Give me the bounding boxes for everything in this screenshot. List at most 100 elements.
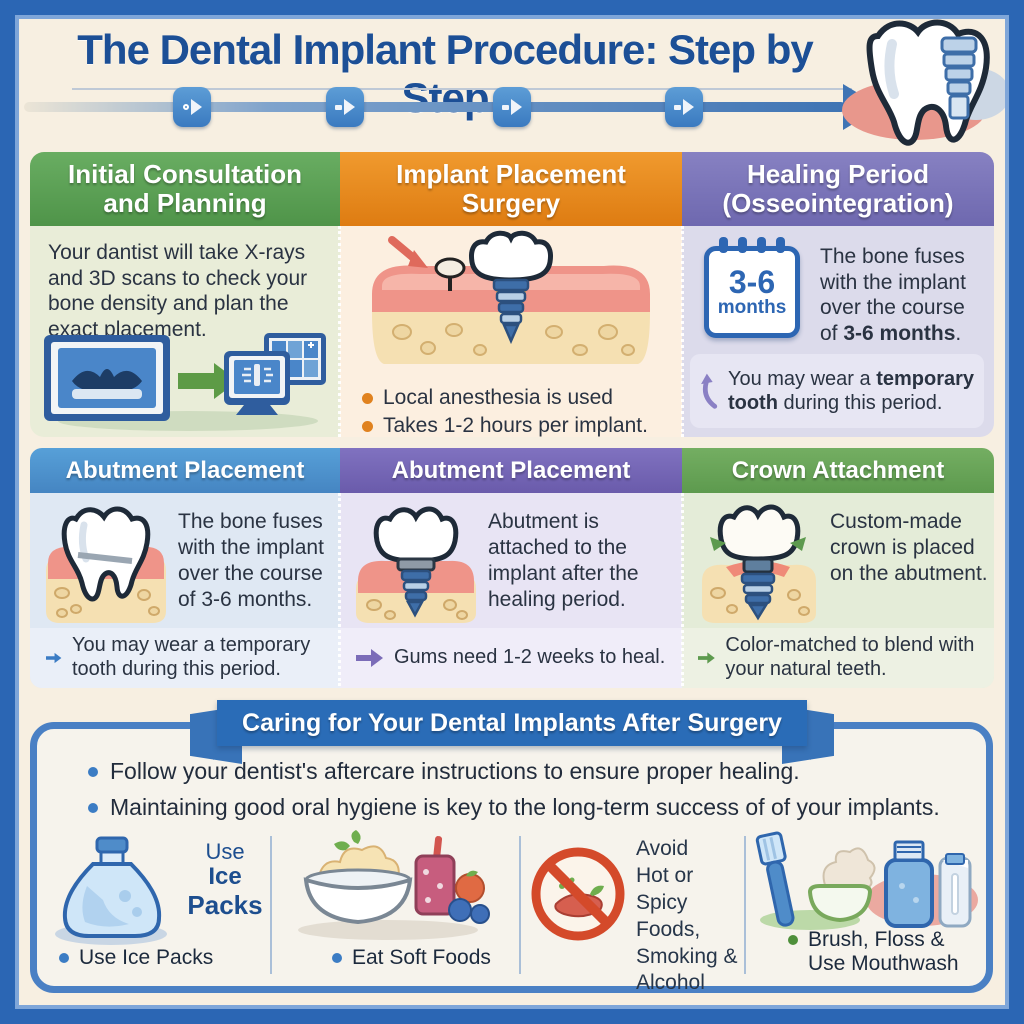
bullet-dot-icon xyxy=(362,392,373,404)
step-header-line2: and Planning xyxy=(103,188,267,218)
step-header: Abutment Placement xyxy=(340,448,706,493)
aftercare-panel xyxy=(30,722,993,993)
calendar-months-value: 3-6 xyxy=(728,263,776,300)
crown-attachment-icon xyxy=(702,504,816,623)
avoid-label: Avoid Hot or Spicy Foods, Smoking & Alco… xyxy=(636,836,740,997)
aftercare-bullet: Maintaining good oral hygiene is key to … xyxy=(88,794,940,821)
ice-packs-label: Use Ice Packs xyxy=(183,839,267,920)
tip-panel-hygiene: Brush, Floss & Use Mouthwash xyxy=(748,830,986,982)
step-card-healing: Healing Period (Osseointegration) 3-6 mo… xyxy=(682,152,994,437)
arrow-icon xyxy=(698,652,715,664)
label-line: Packs xyxy=(187,889,263,920)
column-divider xyxy=(681,226,684,437)
step-header-line1: Implant Placement xyxy=(396,158,626,189)
step-header-text: Abutment Placement xyxy=(391,456,631,484)
timeline-step-icon xyxy=(665,87,703,127)
timeline-step-icon xyxy=(326,87,364,127)
tip-panel-ice-packs: Use Ice Packs Use Ice Packs xyxy=(45,830,267,982)
caption-text: Eat Soft Foods xyxy=(352,946,491,969)
bullet-text: Follow your dentist's aftercare instruct… xyxy=(110,758,800,784)
label-line: Hot or Spicy xyxy=(636,863,694,914)
step-body: Local anesthesia is used Takes 1-2 hours… xyxy=(340,226,682,437)
xray-scan-icon xyxy=(44,333,326,431)
step-header: Initial Consultation and Planning xyxy=(30,152,364,226)
arrow-icon xyxy=(356,649,383,667)
bullet-dot-icon xyxy=(88,802,98,813)
curved-arrow-icon xyxy=(701,373,718,409)
oral-hygiene-icon xyxy=(755,831,978,930)
gum-cross-section-icon xyxy=(372,230,650,364)
bullet-dot-icon xyxy=(788,935,798,945)
label-line: Alcohol xyxy=(636,971,705,995)
soft-foods-icon xyxy=(298,830,490,940)
step-body: Your dantist will take X-rays and 3D sca… xyxy=(30,226,340,437)
step-card-consultation: Initial Consultation and Planning Your d… xyxy=(30,152,364,437)
tooth-in-bone-icon xyxy=(46,506,166,623)
step-card-abutment-2: Abutment Placement Abutme xyxy=(340,448,706,688)
implant-abutment-icon xyxy=(356,506,476,623)
bullet-text: Local anesthesia is used xyxy=(383,386,613,409)
calendar-rings-icon xyxy=(709,237,795,253)
timeline-step-icon xyxy=(493,87,531,127)
aftercare-bullet: Follow your dentist's aftercare instruct… xyxy=(88,758,800,785)
column-divider xyxy=(338,493,341,686)
step-body: Abutment is attached to the implant afte… xyxy=(340,493,682,688)
note-part: during this period. xyxy=(777,392,943,414)
panel-divider xyxy=(519,836,521,974)
step-header-line1: Healing Period xyxy=(746,158,930,189)
page-title: The Dental Implant Procedure: Step by St… xyxy=(77,26,813,121)
bullet-text: Maintaining good oral hygiene is key to … xyxy=(110,794,940,820)
note-text: You may wear a temporary tooth during th… xyxy=(71,634,311,680)
surgery-bullet: Local anesthesia is used xyxy=(362,386,613,410)
no-spicy-icon xyxy=(531,847,625,941)
panel-caption: Use Ice Packs xyxy=(59,946,213,970)
label-line: Foods, xyxy=(636,917,701,941)
label-line: Use xyxy=(205,839,245,864)
note-text: Gums need 1-2 weeks to heal. xyxy=(394,646,666,669)
bullet-text: Takes 1-2 hours per implant. xyxy=(383,414,648,437)
step-header-line2: Surgery xyxy=(461,188,561,218)
step-card-surgery: Implant Placement Surgery xyxy=(340,152,706,437)
step-header: Crown Attachment xyxy=(682,448,994,493)
step-description: Your dantist will take X-rays and 3D sca… xyxy=(48,241,308,341)
aftercare-banner: Caring for Your Dental Implants After Su… xyxy=(217,700,807,746)
step-header-line2: (Osseointegration) xyxy=(722,188,954,218)
step-body: The bone fuses with the implant over the… xyxy=(30,493,340,688)
step-header-text: Abutment Placement xyxy=(65,456,305,484)
step-card-crown: Crown Attachment xyxy=(682,448,994,688)
step-header: Abutment Placement xyxy=(30,448,364,493)
panel-caption: Eat Soft Foods xyxy=(332,946,491,970)
timeline-step-icon xyxy=(173,87,211,127)
title-underline xyxy=(72,88,852,90)
description-text: The bone fuses with the implant over the… xyxy=(820,245,966,345)
description-bold: 3-6 months xyxy=(843,321,956,345)
tip-panel-avoid: Avoid Hot or Spicy Foods, Smoking & Alco… xyxy=(524,830,740,994)
calendar-months-label: months xyxy=(717,296,787,318)
panel-divider xyxy=(744,836,746,974)
bullet-dot-icon xyxy=(362,420,373,432)
tip-panel-soft-foods: Eat Soft Foods xyxy=(274,830,514,982)
step-description: Abutment is attached to the implant afte… xyxy=(488,510,639,612)
surgery-bullet: Takes 1-2 hours per implant. xyxy=(362,414,648,438)
note-bold: temporary tooth xyxy=(727,368,974,414)
description-text: . xyxy=(955,321,962,345)
label-line: Smoking & xyxy=(636,944,738,968)
note-part: You may wear a xyxy=(727,368,877,390)
label-line: Ice xyxy=(208,863,242,891)
step-card-abutment-1: Abutment Placement The bone fuses with t… xyxy=(30,448,364,688)
arrow-icon xyxy=(46,652,62,664)
label-line: Avoid xyxy=(636,837,689,860)
step-description: The bone fuses with the implant over the… xyxy=(820,244,988,346)
step-header: Implant Placement Surgery xyxy=(340,152,706,226)
step-header-text: Crown Attachment xyxy=(731,456,945,484)
panel-caption: Brush, Floss & Use Mouthwash xyxy=(788,928,959,976)
step-description: Custom-made crown is placed on the abutm… xyxy=(830,510,988,586)
step-note: Color-matched to blend with your natural… xyxy=(682,628,994,688)
step-header-line1: Initial Consultation xyxy=(68,158,302,189)
healing-note: You may wear a temporary tooth during th… xyxy=(690,354,984,428)
step-description: The bone fuses with the implant over the… xyxy=(178,510,324,612)
column-divider xyxy=(338,226,341,437)
caption-text: Use Ice Packs xyxy=(79,946,214,969)
bullet-dot-icon xyxy=(332,953,342,963)
